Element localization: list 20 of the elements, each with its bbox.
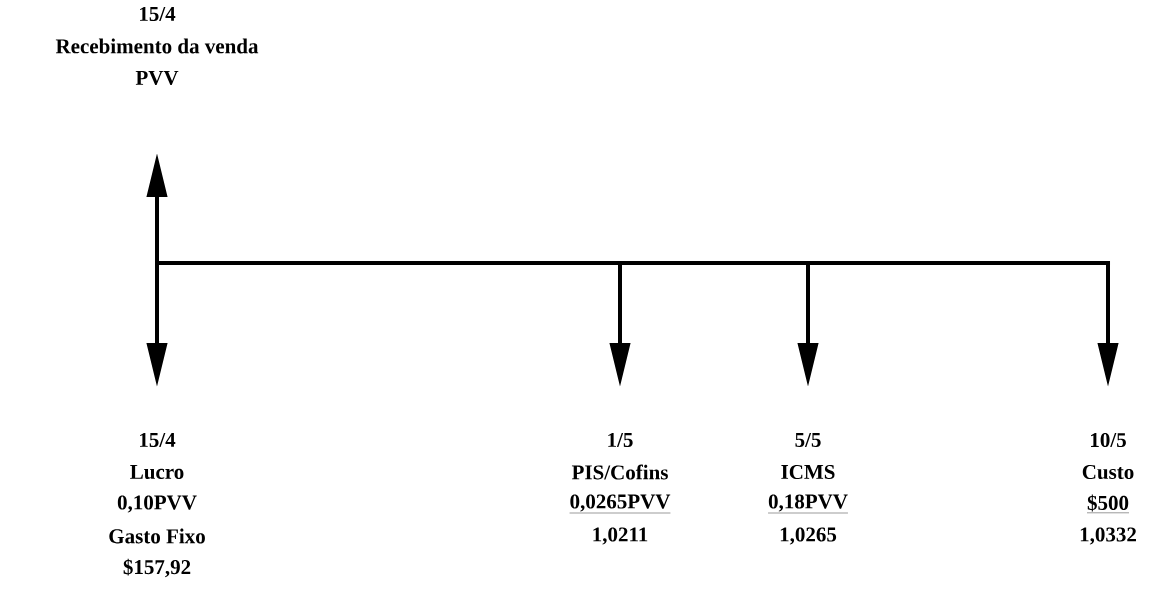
cash-flow-label: 0,18PVV: [767, 494, 849, 514]
cash-flow-label: 1,0265: [780, 527, 837, 545]
cash-flow-label: ICMS: [781, 464, 835, 480]
cash-flow-label: 0,0265PVV: [569, 494, 671, 514]
cash-flow-label: 1,0211: [593, 527, 648, 545]
cash-flow-label: 15/4: [140, 6, 176, 22]
cash-flow-label: 10/5: [1091, 432, 1126, 448]
cash-flow-label: 1/5: [608, 432, 633, 448]
cash-flow-label: 0,10PVV: [117, 495, 197, 513]
cash-flow-label: Recebimento da venda: [55, 38, 259, 54]
cash-flow-label: Custo: [1082, 464, 1134, 480]
cash-flow-label: Gasto Fixo: [109, 528, 205, 544]
cash-flow-label: $157,92: [123, 558, 191, 578]
cash-flow-label: 5/5: [795, 433, 821, 447]
cash-flow-label: PVV: [135, 70, 179, 86]
cash-flow-label: 1,0332: [1080, 527, 1136, 545]
cash-flow-label: $500: [1086, 494, 1130, 513]
cash-flow-label: Lucro: [130, 465, 184, 479]
cash-flow-label: 15/4: [140, 432, 176, 448]
cash-flow-label: PIS/Cofins: [571, 464, 668, 480]
